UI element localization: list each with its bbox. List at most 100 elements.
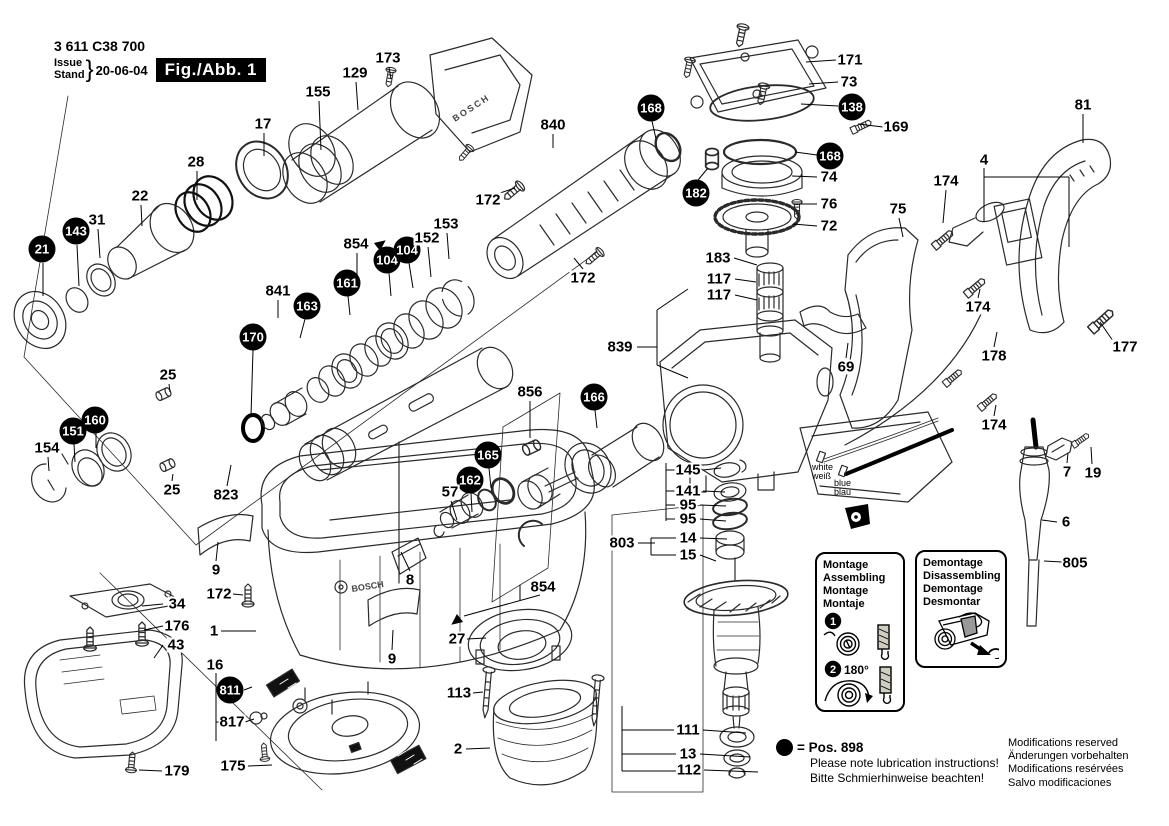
part-callout-19: 19 <box>1083 464 1103 482</box>
part-callout-112: 112 <box>675 761 703 779</box>
part-callout-34: 34 <box>167 595 187 613</box>
part-callout-172: 172 <box>474 191 502 209</box>
part-callout-27: 27 <box>447 630 467 648</box>
bearing-111 <box>719 726 755 748</box>
direction-arrow <box>451 614 464 625</box>
ring-gear-17 <box>235 140 289 200</box>
direction-arrow <box>373 240 386 251</box>
part-callout-168: 168 <box>637 94 665 122</box>
part-callout-173: 173 <box>374 49 402 67</box>
issue-label-de: Stand <box>54 69 85 81</box>
part-callout-31: 31 <box>87 211 107 229</box>
rotation-angle-label: 180° <box>844 663 869 677</box>
issue-label-en: Issue <box>54 57 83 70</box>
assembly-title-en: Assembling <box>823 571 886 584</box>
disassembly-title-en: Disassembling <box>923 569 1001 582</box>
part-callout-17: 17 <box>253 115 273 133</box>
part-callout-177: 177 <box>1111 338 1139 356</box>
figure-label: Fig./Abb. 1 <box>155 58 267 82</box>
part-callout-803: 803 <box>608 534 636 552</box>
seal-9a <box>197 513 254 556</box>
part-callout-183: 183 <box>704 249 732 267</box>
ram-ring-chain-841 <box>241 279 475 443</box>
lower-shell-wires <box>799 411 954 503</box>
issue-date: 20-06-04 <box>95 62 148 78</box>
part-callout-129: 129 <box>341 64 369 82</box>
part-callout-160: 160 <box>81 406 109 434</box>
part-callout-25: 25 <box>162 481 182 499</box>
part-callout-174: 174 <box>964 298 992 316</box>
mods-line-fr: Modifications resérvées <box>1008 763 1124 776</box>
bracket-14-15 <box>650 537 676 556</box>
part-callout-154: 154 <box>33 439 61 457</box>
part-callout-16: 16 <box>205 656 225 674</box>
spring-28 <box>174 175 234 233</box>
bracket-145 <box>665 463 675 521</box>
part-callout-74: 74 <box>819 168 839 186</box>
group-frames <box>23 95 704 793</box>
part-callout-163: 163 <box>293 292 321 320</box>
part-callout-854: 854 <box>342 235 370 253</box>
part-callout-169: 169 <box>882 118 910 136</box>
part-callout-69: 69 <box>836 358 856 376</box>
part-callout-153: 153 <box>432 215 460 233</box>
lubrication-dot-icon <box>776 739 793 756</box>
front-cap-parts <box>13 202 195 350</box>
part-callout-839: 839 <box>606 338 634 356</box>
part-callout-174: 174 <box>980 416 1008 434</box>
disassembly-title-de: Demontage <box>923 557 983 569</box>
part-callout-104: 104 <box>393 236 421 264</box>
part-callout-143: 143 <box>62 217 90 245</box>
part-callout-2: 2 <box>452 740 464 758</box>
document-number: 3 611 C38 700 <box>54 38 146 54</box>
part-callout-8: 8 <box>404 571 416 589</box>
step-1-badge: 1 <box>830 616 836 628</box>
part-callout-117: 117 <box>705 270 733 288</box>
part-callout-73: 73 <box>839 73 859 91</box>
part-callout-174: 174 <box>932 172 960 190</box>
cord-assembly <box>1019 417 1073 627</box>
part-callout-805: 805 <box>1061 554 1089 572</box>
part-callout-72: 72 <box>819 217 839 235</box>
part-callout-13: 13 <box>678 745 698 763</box>
part-callout-145: 145 <box>674 461 702 479</box>
mods-line-de: Änderungen vorbehalten <box>1008 750 1129 763</box>
part-callout-170: 170 <box>239 323 267 351</box>
part-callout-15: 15 <box>678 546 698 564</box>
part-callout-14: 14 <box>678 529 698 547</box>
part-callout-4: 4 <box>978 151 990 169</box>
legend-note-de: Bitte Schmierhinweise beachten! <box>810 770 985 785</box>
part-callout-172: 172 <box>205 585 233 603</box>
assembly-title-fr: Montage <box>823 584 869 597</box>
part-callout-155: 155 <box>304 83 332 101</box>
legend-note-en: Please note lubrication instructions! <box>810 756 999 770</box>
disassembly-title-fr: Demontage <box>923 582 983 595</box>
part-callout-823: 823 <box>212 486 240 504</box>
hammer-tube-840 <box>486 129 682 280</box>
part-callout-25: 25 <box>158 366 178 384</box>
part-callout-817: 817 <box>218 713 246 731</box>
disassembly-graphic <box>934 612 1004 660</box>
part-callout-175: 175 <box>219 757 247 775</box>
lubrication-legend: = Pos. 898 Please note lubrication instr… <box>776 739 999 785</box>
disassembly-title-es: Desmontar <box>923 595 981 608</box>
part-callout-138: 138 <box>838 93 866 121</box>
part-callout-22: 22 <box>130 187 150 205</box>
part-callout-28: 28 <box>186 153 206 171</box>
crank-plate-27 <box>467 584 573 672</box>
part-callout-854: 854 <box>529 578 557 596</box>
cap-43 <box>23 629 183 759</box>
gearbox-housing-839 <box>659 262 867 493</box>
modifications-notice: Modifications reserved Änderungen vorbeh… <box>1008 737 1128 790</box>
part-callout-113: 113 <box>445 684 473 702</box>
assembly-steps-graphic: 1 2 180° <box>823 612 892 707</box>
assembly-instruction-box: Montage Assembling Montage Montaje 1 2 1… <box>815 552 905 712</box>
clip-icon <box>845 504 870 529</box>
part-callout-57: 57 <box>440 483 460 501</box>
bracket-4 <box>983 168 1070 247</box>
part-callout-176: 176 <box>163 617 191 635</box>
part-callout-9: 9 <box>386 650 398 668</box>
seal-9b <box>367 587 421 627</box>
